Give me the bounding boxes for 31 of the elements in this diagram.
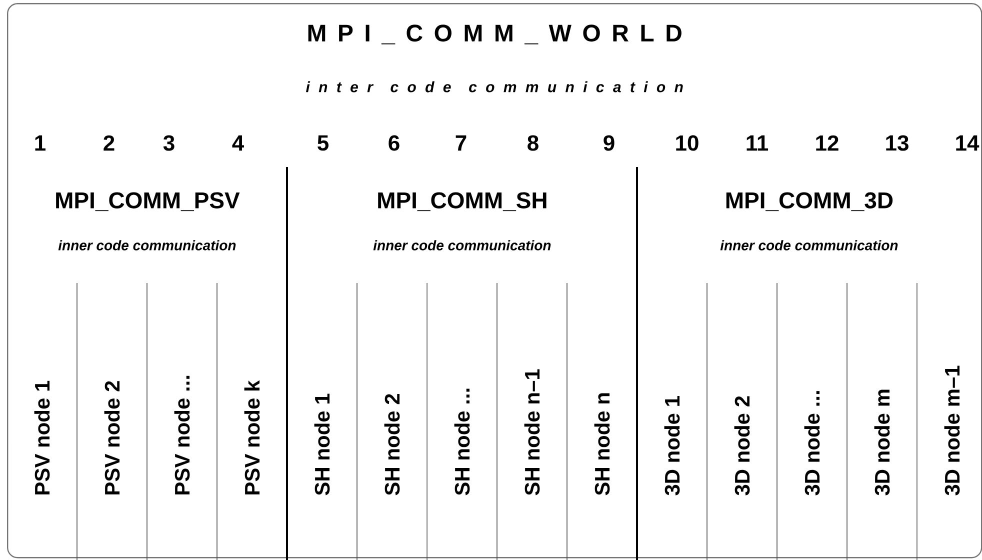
rank-number: 14: [956, 135, 980, 151]
process-label: PSV node ...: [174, 376, 190, 494]
rank-number: 9: [604, 135, 614, 151]
process-label: 3D node m: [874, 390, 890, 496]
process-label: SH node ...: [454, 388, 470, 496]
rank-number: 1: [35, 135, 46, 151]
rank-number: 3: [163, 135, 174, 151]
process-label: 3D node m–1: [944, 366, 960, 496]
communicator-group: MPI_COMM_SH inner code communication: [373, 192, 551, 250]
communicator-group: MPI_COMM_3D inner code communication: [720, 192, 898, 250]
rank-number: 13: [886, 135, 908, 151]
rank-number: 11: [746, 135, 768, 151]
process-label: SH node 1: [314, 394, 330, 496]
rank-number: 7: [456, 135, 466, 151]
rank-number: 4: [232, 135, 244, 151]
process-label: PSV node k: [244, 380, 260, 494]
rank-number: 10: [676, 135, 698, 151]
process-label: SH node n: [594, 393, 610, 496]
process-label: SH node n–1: [524, 369, 540, 496]
rank-number: 8: [528, 135, 538, 151]
rank-number: 6: [388, 135, 400, 151]
process-label: SH node 2: [384, 394, 400, 496]
process-label: 3D node 2: [734, 396, 750, 496]
communicator-group: MPI_COMM_PSV inner code communication: [56, 192, 240, 250]
process-label: PSV node 1: [34, 380, 50, 494]
rank-number: 5: [318, 135, 328, 151]
process-label: PSV node 2: [104, 381, 120, 494]
process-label: 3D node ...: [804, 391, 820, 496]
rank-number: 12: [816, 135, 838, 151]
process-label: 3D node 1: [664, 396, 680, 496]
rank-number: 2: [104, 135, 114, 151]
